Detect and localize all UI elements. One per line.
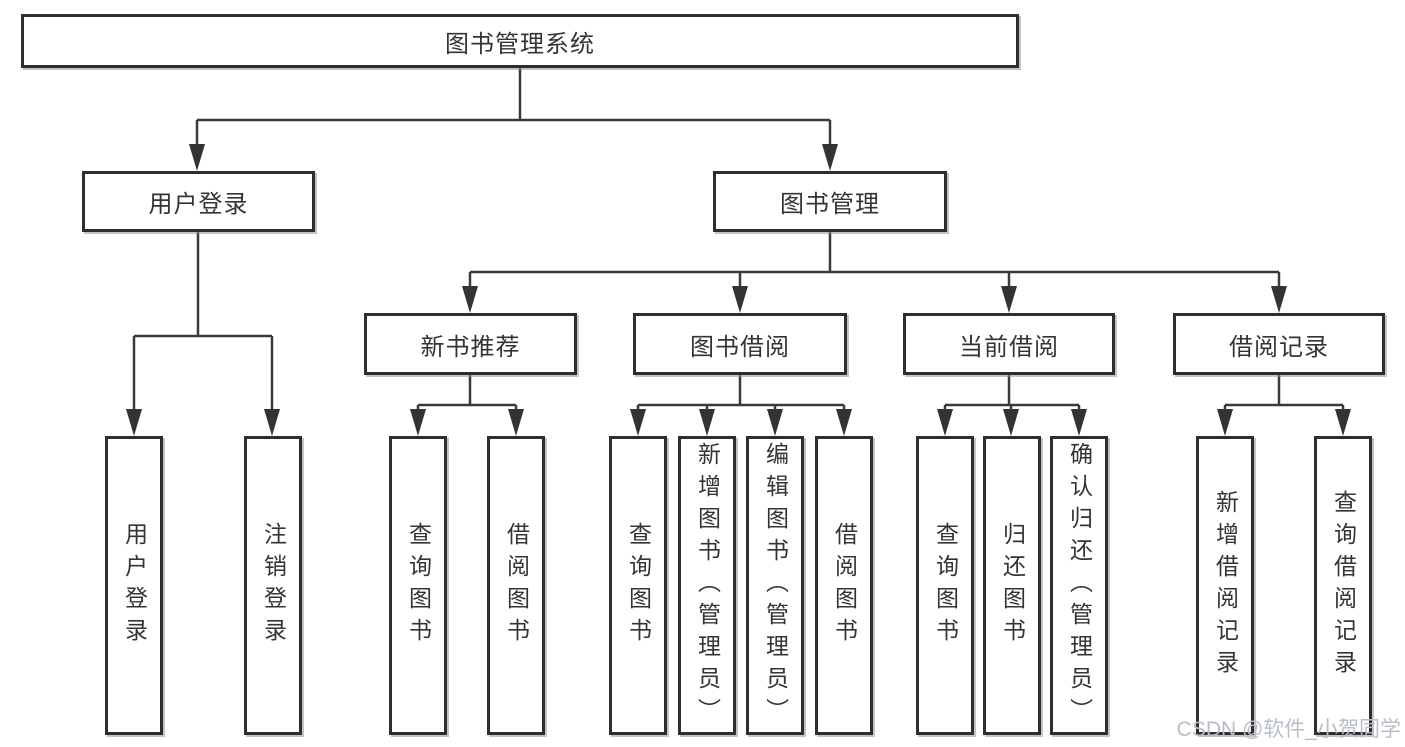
arrowhead-icon xyxy=(630,409,646,436)
node-label: 图书管理系统 xyxy=(445,30,595,58)
node-book-borrowing: 图书借阅 xyxy=(633,313,847,375)
connector-root-to-level2 xyxy=(195,68,832,146)
node-query-books-3: 查询图书 xyxy=(916,436,974,735)
node-return-books: 归还图书 xyxy=(983,436,1041,735)
node-label: 新书推荐 xyxy=(420,333,521,361)
node-label: 借阅记录 xyxy=(1229,333,1329,361)
node-label: 借阅图书 xyxy=(503,521,530,650)
arrowhead-icon xyxy=(767,409,783,436)
node-new-book-recommend: 新书推荐 xyxy=(364,313,577,375)
node-borrowing-records: 借阅记录 xyxy=(1173,313,1385,375)
node-user-login-group: 用户登录 xyxy=(82,171,315,232)
connector-book-mgmt-children xyxy=(468,232,1281,288)
node-label: 新增图书（管理员） xyxy=(694,441,721,730)
node-current-borrowing: 当前借阅 xyxy=(903,313,1115,375)
node-label: 图书借阅 xyxy=(690,333,790,361)
arrowhead-icon xyxy=(822,144,838,171)
node-label: 注销登录 xyxy=(260,521,287,650)
node-query-borrow-record: 查询借阅记录 xyxy=(1314,436,1372,735)
node-label: 用户登录 xyxy=(121,521,148,650)
arrowhead-icon xyxy=(410,409,426,436)
connector-paths xyxy=(132,68,1345,412)
node-label: 当前借阅 xyxy=(959,333,1059,361)
arrowhead-icon xyxy=(836,409,852,436)
arrowhead-icon xyxy=(699,409,715,436)
arrowhead-icon xyxy=(264,409,280,436)
connector-current-children xyxy=(943,375,1081,412)
connector-new-book-children xyxy=(416,375,518,412)
node-query-books-2: 查询图书 xyxy=(609,436,667,735)
arrowhead-icon xyxy=(508,409,524,436)
node-borrow-books-2: 借阅图书 xyxy=(815,436,873,735)
node-label: 新增借阅记录 xyxy=(1212,489,1239,682)
arrowhead-icon xyxy=(126,409,142,436)
node-label: 查询借阅记录 xyxy=(1330,489,1357,682)
arrowhead-icon xyxy=(1217,409,1233,436)
arrowhead-icon xyxy=(1271,286,1287,313)
node-edit-books-admin: 编辑图书（管理员） xyxy=(746,436,804,735)
node-logout: 注销登录 xyxy=(244,436,302,735)
node-label: 确认归还（管理员） xyxy=(1066,441,1093,730)
node-label: 查询图书 xyxy=(625,521,652,650)
arrowhead-icon xyxy=(189,144,205,171)
arrowhead-icon xyxy=(937,409,953,436)
node-user-login: 用户登录 xyxy=(105,436,163,735)
node-confirm-return-admin: 确认归还（管理员） xyxy=(1050,436,1108,735)
connector-records-children xyxy=(1223,375,1345,412)
connector-user-login-children xyxy=(132,232,274,411)
node-label: 借阅图书 xyxy=(831,521,858,650)
node-label: 用户登录 xyxy=(148,191,249,218)
arrowhead-icon xyxy=(1001,286,1017,313)
node-label: 归还图书 xyxy=(999,521,1026,650)
arrowhead-icon xyxy=(732,286,748,313)
node-label: 编辑图书（管理员） xyxy=(762,441,789,730)
node-add-books-admin: 新增图书（管理员） xyxy=(678,436,736,735)
node-label: 图书管理 xyxy=(780,191,880,218)
csdn-watermark: CSDN @软件_小贺同学 xyxy=(1176,718,1401,741)
node-add-borrow-record: 新增借阅记录 xyxy=(1196,436,1254,735)
node-label: 查询图书 xyxy=(932,521,959,650)
node-borrow-books-1: 借阅图书 xyxy=(487,436,545,735)
arrowhead-icon xyxy=(1071,409,1087,436)
node-library-management-system: 图书管理系统 xyxy=(21,14,1019,68)
node-book-management: 图书管理 xyxy=(713,171,947,232)
arrowhead-icon xyxy=(462,286,478,313)
arrowhead-icon xyxy=(1003,409,1019,436)
arrowhead-icon xyxy=(1335,409,1351,436)
arrowheads xyxy=(126,144,1351,436)
node-query-books-1: 查询图书 xyxy=(389,436,447,735)
connector-borrow-children xyxy=(636,375,846,412)
node-label: 查询图书 xyxy=(405,521,432,650)
